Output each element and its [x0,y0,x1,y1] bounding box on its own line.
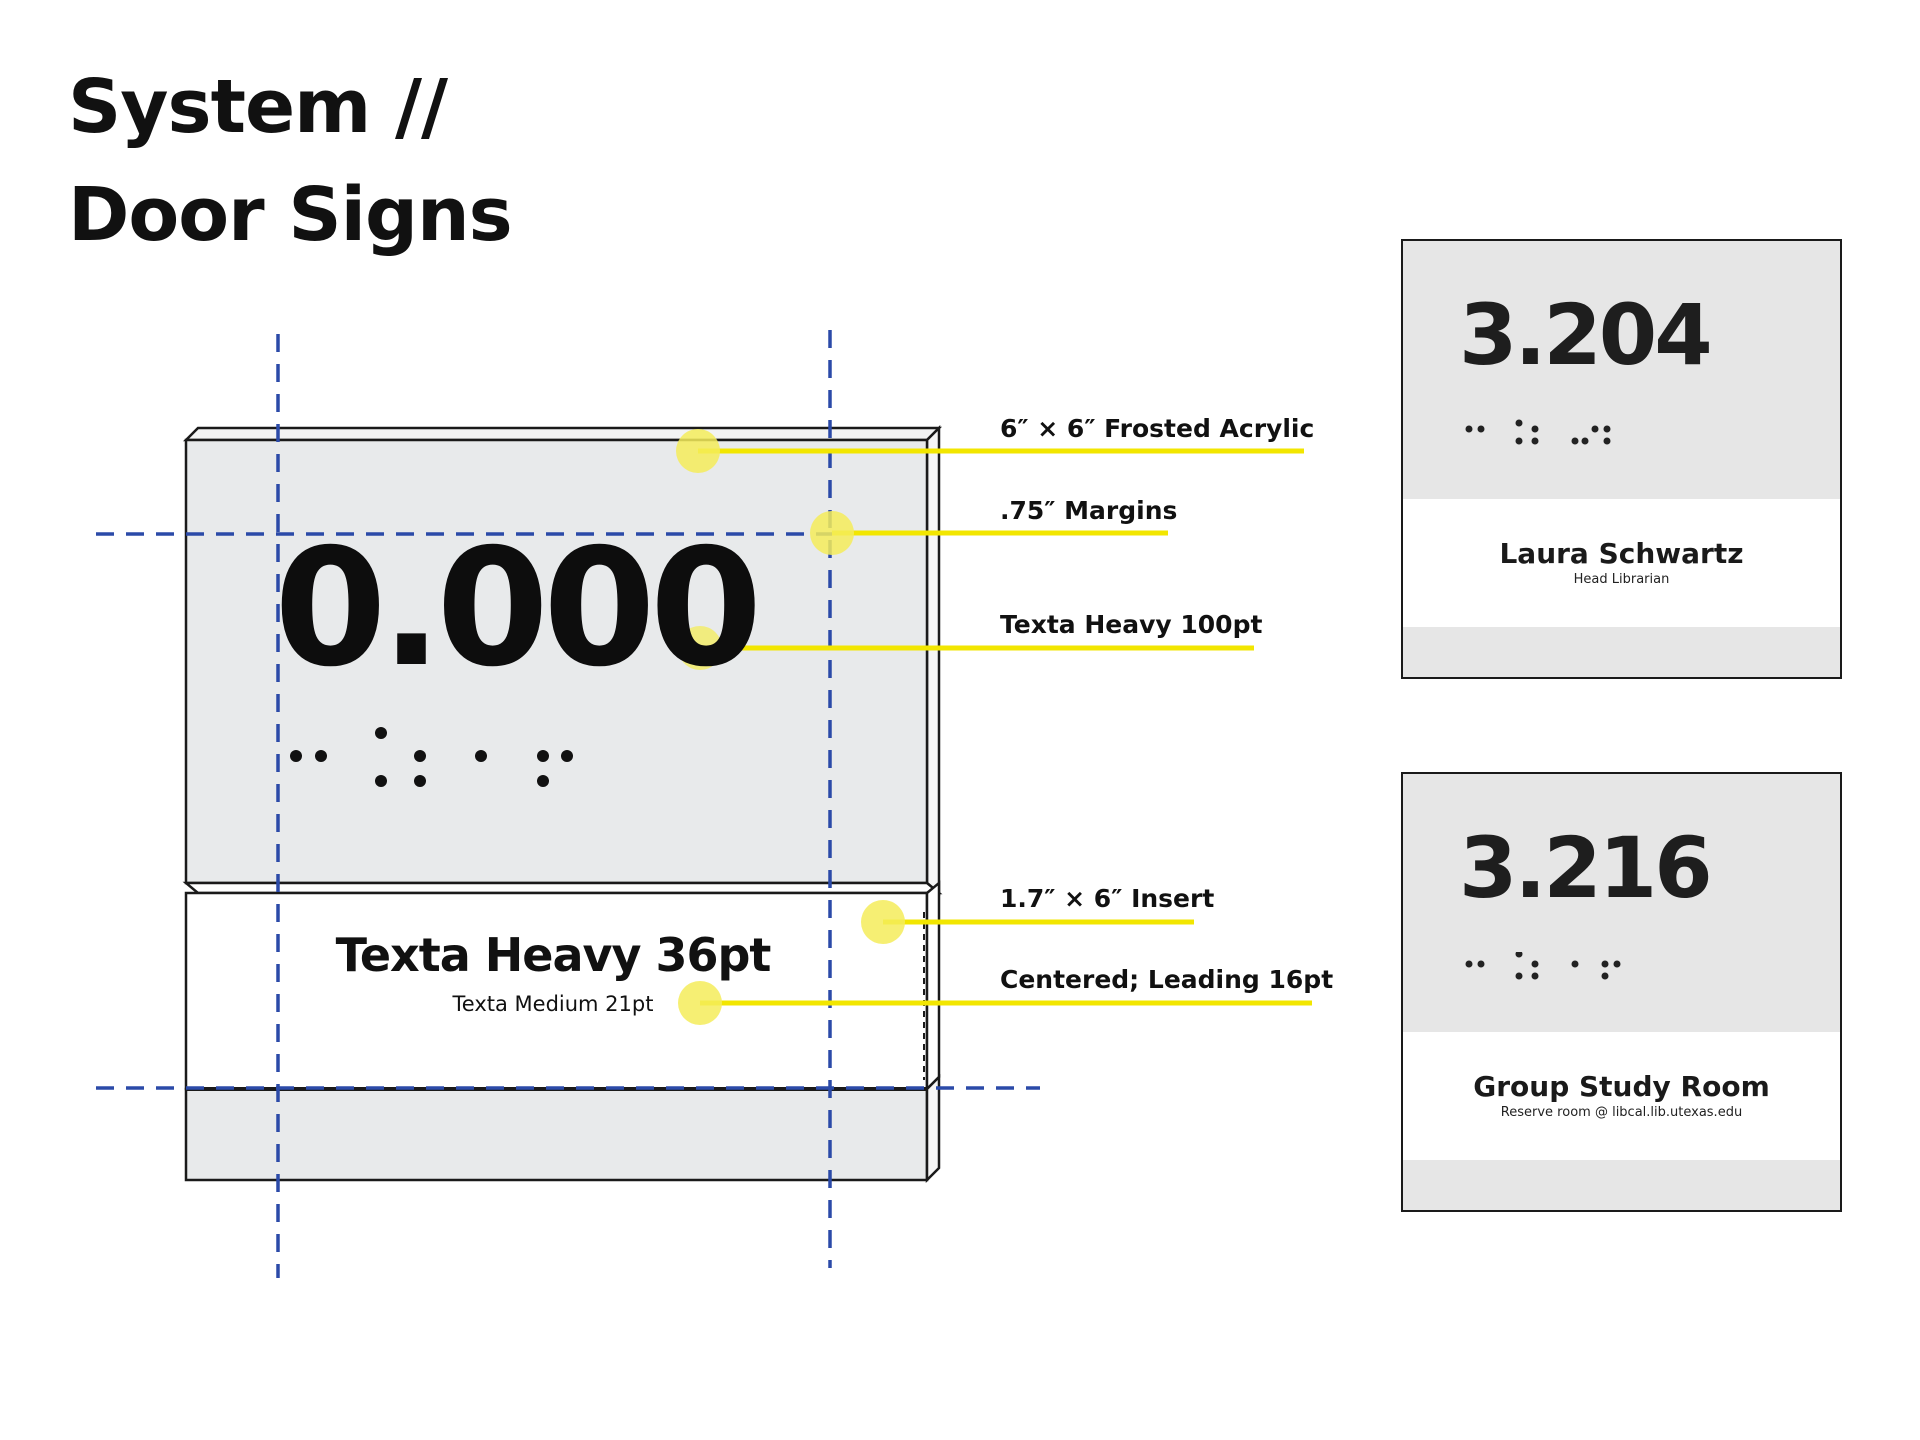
acrylic-base [184,1073,941,1184]
braille-dots [290,727,573,787]
callout-label-leading: Centered; Leading 16pt [1000,965,1334,994]
margin-guides [96,330,1040,1278]
callout-label-acrylic: 6″ × 6″ Frosted Acrylic [1000,414,1315,443]
room-number: 0.000 [274,515,762,703]
callout-label-number-font: Texta Heavy 100pt [1000,610,1263,639]
example-name: Group Study Room [1473,1070,1770,1103]
example-name: Laura Schwartz [1499,537,1744,570]
example-role: Head Librarian [1573,572,1670,587]
example-insert: Group Study Room Reserve room @ libcal.l… [1403,1032,1840,1160]
page-title-line-2: Door Signs [68,172,513,258]
example-sign: 3.204 Laura Schwartz Head Librarian [1401,239,1842,679]
callout-label-insert: 1.7″ × 6″ Insert [1000,884,1215,913]
example-sign: 3.216 Group Study Room Reserve room @ li… [1401,772,1842,1212]
example-role: Reserve room @ libcal.lib.utexas.edu [1500,1105,1743,1120]
acrylic-panel [182,424,943,896]
page-title-line-1: System // [68,64,448,150]
callout-label-margins: .75″ Margins [1000,496,1178,525]
braille-dots [1465,952,1621,980]
insert-subtitle: Texta Medium 21pt [452,992,654,1016]
callout-leaders [676,429,1312,1025]
insert-title: Texta Heavy 36pt [335,928,772,982]
braille-dots [1465,419,1611,445]
example-room-number: 3.216 [1459,819,1713,917]
example-insert: Laura Schwartz Head Librarian [1403,499,1840,627]
insert-panel [182,880,943,1093]
example-room-number: 3.204 [1459,286,1713,384]
